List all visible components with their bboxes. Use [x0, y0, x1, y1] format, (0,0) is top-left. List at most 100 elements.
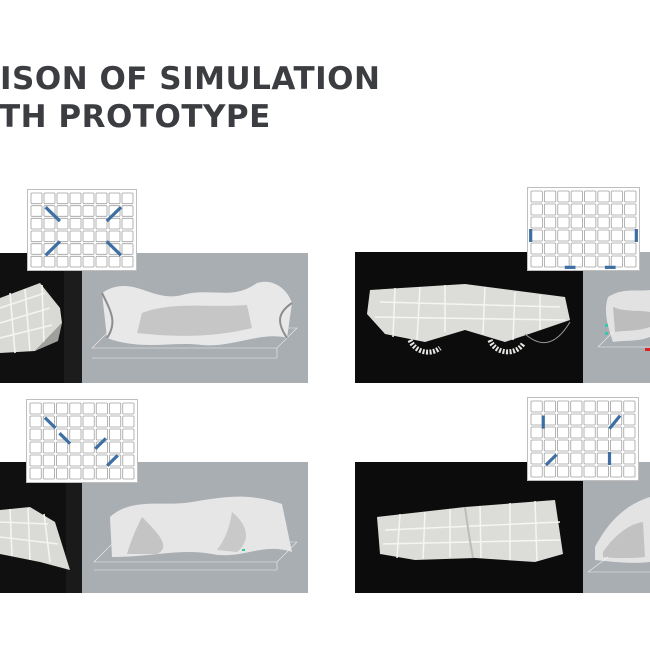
grid-cell: [530, 426, 543, 439]
grid-cell: [596, 452, 609, 465]
actuator-segment: [43, 416, 57, 430]
actuator-grid-1: [27, 189, 137, 271]
grid-cell: [530, 452, 543, 465]
grid-cell: [530, 413, 543, 426]
grid-cell: [42, 454, 55, 467]
grid-cell: [69, 428, 82, 441]
grid-cell: [43, 192, 56, 205]
grid-cell: [30, 243, 43, 255]
grid-cell: [570, 452, 583, 465]
actuator-segment: [608, 414, 622, 430]
grid-cell: [610, 190, 624, 203]
grid-cell: [56, 255, 69, 268]
grid-cell: [69, 230, 82, 243]
grid-cell: [30, 192, 43, 205]
grid-cell: [610, 452, 623, 465]
grid-cell: [82, 402, 95, 415]
grid-cell: [109, 454, 122, 467]
grid-cell: [623, 439, 636, 452]
grid-cell: [30, 255, 43, 268]
grid-cell: [583, 413, 596, 426]
grid-cell: [596, 465, 609, 478]
grid-cell: [570, 242, 583, 255]
grid-cell: [95, 454, 108, 467]
grid-cell: [530, 255, 543, 268]
grid-cell: [108, 192, 121, 205]
grid-cell: [570, 465, 583, 478]
grid-cell: [557, 400, 570, 413]
grid-cell: [82, 243, 95, 255]
grid-cell: [29, 402, 42, 415]
actuator-segment: [105, 240, 123, 257]
grid-cell: [557, 465, 570, 478]
grid-cell: [82, 192, 95, 205]
grid-cell: [583, 452, 596, 465]
grid-cell: [543, 452, 556, 465]
grid-cell: [29, 454, 42, 467]
grid-cell: [610, 203, 624, 216]
actuator-grid-4: [527, 397, 639, 481]
grid-cell: [584, 242, 597, 255]
grid-cell: [557, 190, 570, 203]
simulation-render-2: [583, 252, 650, 383]
prototype-photo-4: [355, 462, 583, 593]
grid-cell: [82, 205, 95, 217]
grid-cell: [82, 454, 95, 467]
grid-cell: [108, 255, 121, 268]
grid-cell: [43, 243, 56, 255]
grid-cell: [530, 190, 543, 203]
grid-cell: [530, 229, 543, 242]
grid-cell: [557, 413, 570, 426]
grid-cell: [82, 415, 95, 428]
grid-cell: [95, 255, 108, 268]
grid-cell: [56, 415, 69, 428]
grid-cell: [543, 229, 557, 242]
grid-cell: [543, 465, 556, 478]
grid-cell: [42, 428, 55, 441]
simulation-render-3: [82, 462, 308, 593]
grid-cell: [108, 205, 121, 217]
grid-cell: [109, 441, 122, 454]
grid-cell: [95, 205, 108, 217]
grid-cell: [56, 230, 69, 243]
grid-cell: [95, 415, 108, 428]
grid-cell: [583, 426, 596, 439]
grid-cell: [69, 192, 82, 205]
grid-cell: [557, 426, 570, 439]
grid-cell: [543, 426, 556, 439]
grid-cell: [530, 242, 543, 255]
grid-cell: [122, 415, 135, 428]
grid-cell: [121, 217, 134, 230]
grid-cell: [95, 192, 108, 205]
grid-cell: [584, 203, 597, 216]
grid-cell: [29, 428, 42, 441]
grid-cell: [121, 205, 134, 217]
actuator-segment: [44, 240, 62, 257]
grid-cell: [543, 413, 556, 426]
grid-cell: [557, 452, 570, 465]
grid-cell: [95, 230, 108, 243]
grid-cell: [30, 230, 43, 243]
grid-cell: [610, 400, 623, 413]
grid-cell: [122, 402, 135, 415]
actuator-segment: [105, 206, 123, 223]
grid-cell: [557, 242, 570, 255]
grid-cell: [109, 467, 122, 480]
grid-cell: [69, 243, 82, 255]
grid-cell: [597, 242, 610, 255]
grid-cell: [623, 452, 636, 465]
grid-cell: [570, 400, 583, 413]
grid-cell: [584, 255, 597, 268]
grid-cell: [583, 439, 596, 452]
grid-cell: [69, 255, 82, 268]
grid-cell: [624, 203, 637, 216]
simulation-render-4: [583, 462, 650, 593]
title-line-1: ISON OF SIMULATION: [0, 61, 381, 97]
grid-cell: [29, 441, 42, 454]
grid-cell: [122, 428, 135, 441]
grid-cell: [623, 413, 636, 426]
grid-cell: [121, 230, 134, 243]
grid-cell: [42, 441, 55, 454]
grid-cell: [543, 439, 556, 452]
actuator-segment: [106, 454, 119, 467]
